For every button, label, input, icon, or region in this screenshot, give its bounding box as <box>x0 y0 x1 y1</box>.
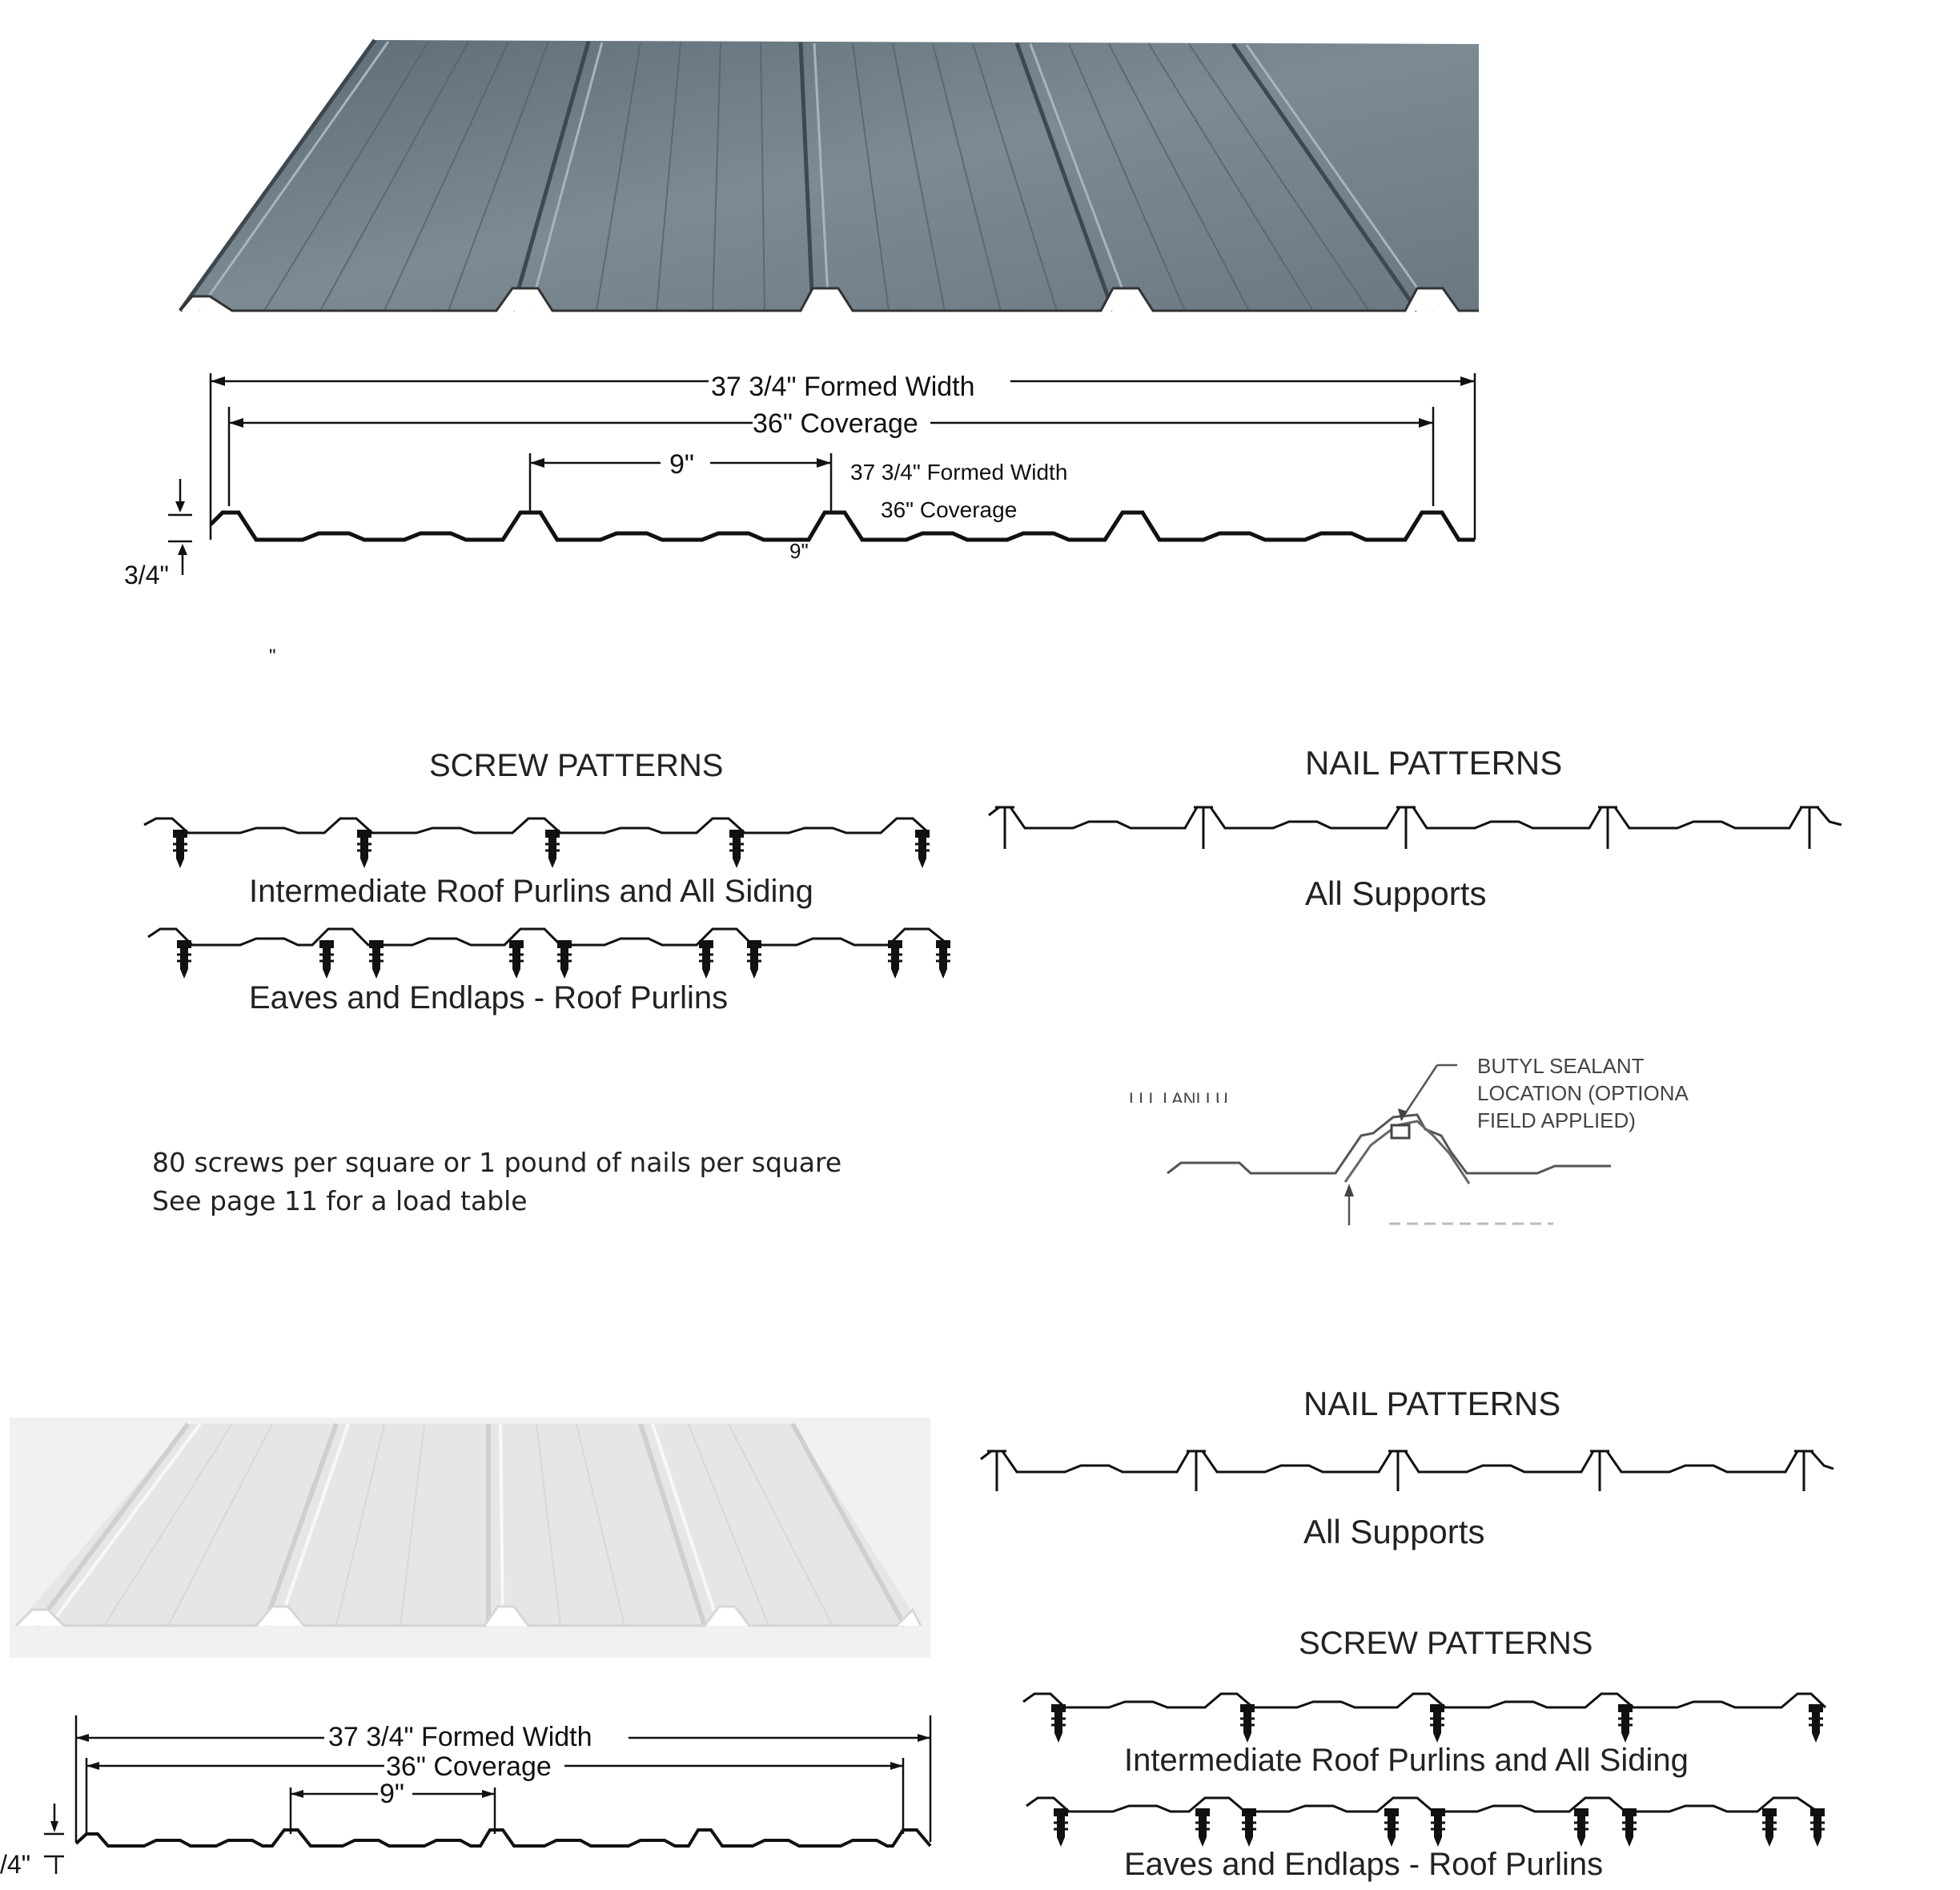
load-table-reference-note: See page 11 for a load table <box>152 1185 528 1216</box>
inner-coverage-label: 36" Coverage <box>881 497 1018 522</box>
rib-height-label-bottom: /4" <box>0 1850 31 1879</box>
stray-mark: " <box>269 645 276 667</box>
coverage-label: 36" Coverage <box>753 408 918 439</box>
metal-panel-3d-gray <box>178 38 1479 312</box>
butyl-sealant-callout-line1: BUTYL SEALANT <box>1477 1054 1645 1078</box>
screw-pattern-intermediate-diagram <box>143 817 950 979</box>
nail-all-supports-caption-bottom: All Supports <box>1303 1513 1485 1550</box>
screws-per-square-note: 80 screws per square or 1 pound of nails… <box>152 1147 842 1178</box>
screw-eaves-caption: Eaves and Endlaps - Roof Purlins <box>249 980 729 1015</box>
rib-height-label: 3/4" <box>124 561 169 589</box>
screw-patterns-title: SCREW PATTERNS <box>429 748 724 783</box>
screw-intermediate-caption: Intermediate Roof Purlins and All Siding <box>249 874 813 909</box>
butyl-sealant-callout-line3: FIELD APPLIED) <box>1477 1108 1636 1132</box>
coverage-label-bottom: 36" Coverage <box>386 1751 552 1782</box>
screw-patterns-title-bottom: SCREW PATTERNS <box>1299 1626 1593 1661</box>
butyl-sealant-callout-line2: LOCATION (OPTIONA <box>1477 1081 1689 1105</box>
formed-width-label: 37 3/4" Formed Width <box>711 372 975 402</box>
nail-patterns-title-bottom: NAIL PATTERNS <box>1303 1385 1561 1422</box>
nail-pattern-diagram <box>988 806 1842 849</box>
nail-all-supports-caption: All Supports <box>1305 875 1487 912</box>
panel-profile-dimension-drawing-bottom <box>44 1715 932 1874</box>
formed-width-label-bottom: 37 3/4" Formed Width <box>328 1722 592 1752</box>
nail-pattern-diagram-bottom <box>980 1450 1834 1491</box>
nail-patterns-title: NAIL PATTERNS <box>1305 744 1563 782</box>
screw-eaves-caption-bottom: Eaves and Endlaps - Roof Purlins <box>1124 1847 1604 1882</box>
cropped-panel-label: LLL I ANLLU. <box>1129 1091 1234 1103</box>
butyl-sealant-detail-diagram <box>1167 1064 1611 1225</box>
panel-profile-dimension-drawing <box>168 373 1476 575</box>
metal-panel-3d-white <box>10 1418 930 1658</box>
inner-rib-spacing-label: 9" <box>789 539 809 563</box>
rib-spacing-label-bottom: 9" <box>380 1779 404 1809</box>
screw-intermediate-caption-bottom: Intermediate Roof Purlins and All Siding <box>1124 1743 1689 1778</box>
rib-spacing-label: 9" <box>669 449 694 480</box>
inner-formed-width-label: 37 3/4" Formed Width <box>850 460 1068 485</box>
